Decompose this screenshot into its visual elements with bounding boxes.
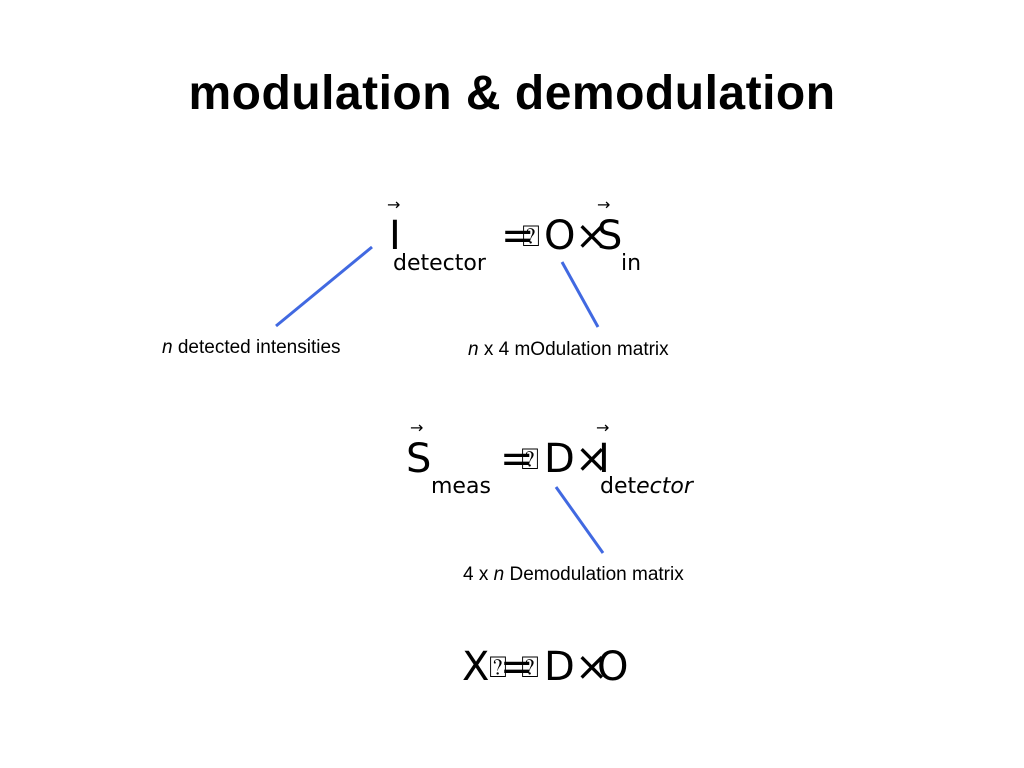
- pointer-line-demodulation: [554, 486, 605, 554]
- slide-title: modulation & demodulation: [188, 67, 836, 120]
- label-italic-n: n: [468, 339, 479, 360]
- label-text: x 4 mOdulation matrix: [478, 339, 669, 360]
- eq1-matrix: O: [544, 213, 576, 259]
- eq1-equals: =: [501, 213, 535, 259]
- missing-glyph-icon: ⍰: [521, 650, 539, 685]
- eq2-rhs-subscript-b: ector: [636, 474, 693, 499]
- eq2-lhs-subscript: meas: [431, 474, 491, 499]
- vector-arrow-icon: →: [597, 195, 611, 214]
- eq3-times: ×: [575, 644, 609, 690]
- label-demodulation-matrix: 4 x n Demodulation matrix: [463, 564, 684, 586]
- eq3-matrix2: O: [597, 644, 629, 690]
- eq2-equals: =: [500, 436, 534, 482]
- eq1-times: ×: [575, 213, 609, 259]
- eq3-lhs: X: [462, 644, 490, 690]
- eq2-matrix: D: [544, 436, 575, 482]
- missing-glyph-icon: ⍰: [522, 219, 540, 254]
- label-prefix: 4 x: [463, 564, 494, 585]
- label-detected-intensities: n detected intensities: [162, 337, 341, 359]
- label-italic-n: n: [162, 337, 173, 358]
- eq1-rhs-subscript: in: [621, 251, 642, 276]
- vector-arrow-icon: →: [410, 418, 424, 437]
- eq2-rhs-symbol: I: [598, 436, 610, 482]
- eq3-matrix1: D: [544, 644, 575, 690]
- eq2-rhs-subscript-a: det: [600, 474, 637, 499]
- label-text: Demodulation matrix: [504, 564, 684, 585]
- missing-glyph-icon: ⍰: [489, 650, 507, 685]
- eq1-lhs-subscript: detector: [393, 251, 486, 276]
- vector-arrow-icon: →: [596, 418, 610, 437]
- eq3-equals: =: [500, 644, 534, 690]
- eq2-times: ×: [575, 436, 609, 482]
- label-italic-n: n: [493, 564, 505, 585]
- label-modulation-matrix: n x 4 mOdulation matrix: [468, 339, 669, 361]
- eq1-rhs-symbol: S: [597, 213, 623, 259]
- label-text: detected intensities: [172, 337, 341, 358]
- pointer-line-modulation: [560, 261, 600, 328]
- eq1-lhs-symbol: I: [389, 213, 401, 259]
- eq2-lhs-symbol: S: [406, 436, 432, 482]
- pointer-line-intensities: [275, 245, 373, 328]
- eq2-rhs-subscript: detector: [600, 476, 693, 498]
- missing-glyph-icon: ⍰: [521, 442, 539, 477]
- vector-arrow-icon: →: [387, 195, 401, 214]
